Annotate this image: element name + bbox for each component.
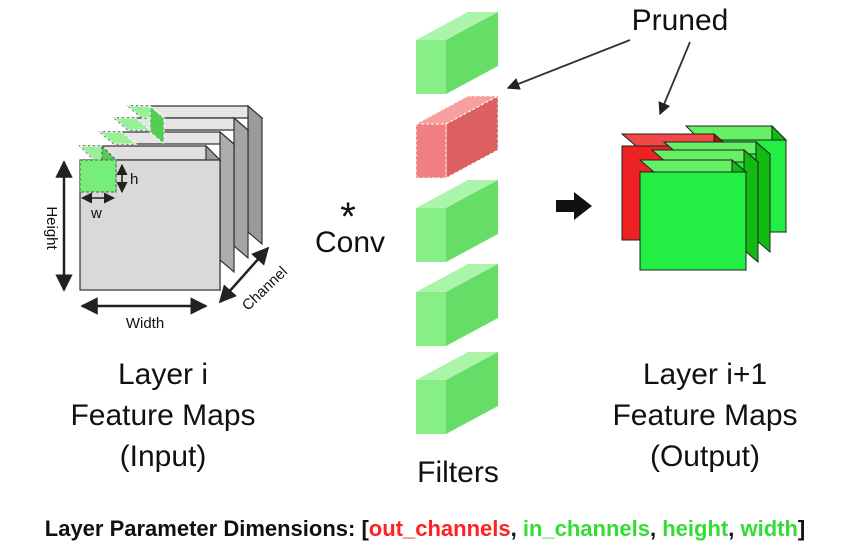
height-label: Height bbox=[43, 206, 60, 250]
filter-2-pruned bbox=[415, 95, 499, 179]
w-label: w bbox=[90, 205, 102, 222]
filter-1 bbox=[416, 12, 498, 94]
width-label: Width bbox=[126, 315, 164, 332]
footer-width: width bbox=[739, 516, 797, 541]
footer-dimensions: Layer Parameter Dimensions: [out_channel… bbox=[45, 516, 805, 541]
footer-sep-1: , bbox=[511, 516, 523, 541]
channel-arrow bbox=[218, 246, 270, 304]
pruned-arrow-to-filter bbox=[506, 39, 631, 90]
output-feature-maps bbox=[620, 124, 788, 272]
pruned-arrow-to-output bbox=[658, 41, 691, 116]
filters-stack bbox=[415, 12, 499, 434]
footer-in-channels: in_channels bbox=[523, 516, 650, 541]
input-slab-2 bbox=[98, 130, 236, 274]
conv-label: Conv bbox=[315, 226, 385, 259]
forward-arrow bbox=[556, 192, 592, 220]
output-caption-line3: (Output) bbox=[650, 440, 760, 473]
footer-sep-2: , bbox=[650, 516, 662, 541]
h-label: h bbox=[130, 171, 138, 188]
output-caption-line2: Feature Maps bbox=[612, 399, 797, 432]
conv-symbol: * bbox=[340, 195, 356, 239]
footer-prefix: Layer Parameter Dimensions: [ bbox=[45, 516, 370, 541]
kernel-patch bbox=[78, 104, 166, 194]
filters-caption: Filters bbox=[417, 456, 499, 489]
footer-out-channels: out_channels bbox=[369, 516, 511, 541]
output-caption-line1: Layer i+1 bbox=[643, 358, 767, 391]
footer-height: height bbox=[662, 516, 729, 541]
input-caption-line2: Feature Maps bbox=[70, 399, 255, 432]
output-map-front bbox=[638, 158, 748, 272]
input-caption-line1: Layer i bbox=[118, 358, 208, 391]
pruned-label: Pruned bbox=[632, 4, 729, 37]
footer-suffix: ] bbox=[798, 516, 805, 541]
input-caption-line3: (Input) bbox=[120, 440, 207, 473]
filter-5 bbox=[416, 352, 498, 434]
input-feature-maps: Height Width Channel h w bbox=[43, 104, 291, 332]
filter-4 bbox=[416, 264, 498, 346]
filter-3 bbox=[416, 180, 498, 262]
footer-sep-3: , bbox=[728, 516, 740, 541]
